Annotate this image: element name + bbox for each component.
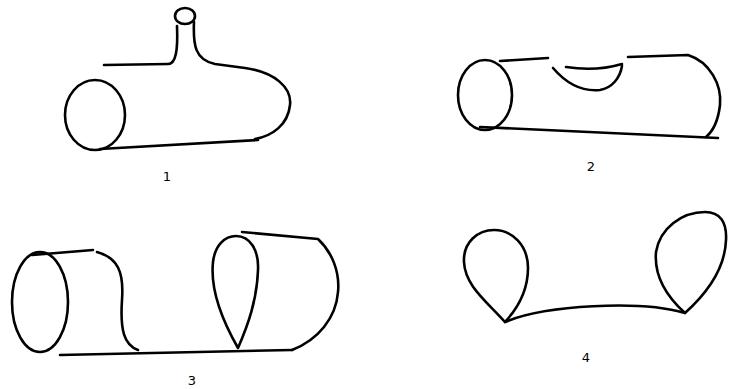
boundary-circle (458, 60, 512, 130)
figure-number: 4 (582, 350, 590, 365)
surface-edge (32, 250, 93, 255)
surface-edge (104, 26, 177, 65)
tube-circle (175, 8, 195, 24)
pinched-loop (213, 236, 259, 348)
surface-edge (628, 55, 720, 137)
surface-edge (60, 350, 292, 355)
surface-one (65, 8, 290, 150)
figure-number: 2 (587, 159, 595, 174)
surface-edge (194, 22, 290, 139)
pinched-loop (464, 230, 528, 322)
surface-three (12, 232, 338, 355)
figure-number: 1 (163, 169, 171, 184)
surface-edge (505, 306, 685, 322)
boundary-circle (65, 80, 125, 150)
surface-two (458, 55, 720, 138)
pinched-loop (656, 212, 726, 313)
figure-number: 3 (188, 373, 196, 388)
surface-four (464, 212, 726, 322)
surface-edge (480, 127, 718, 138)
surface-edge (242, 232, 338, 350)
boundary-circle (12, 252, 68, 352)
surface-edge (500, 58, 548, 61)
surface-edge (97, 252, 138, 350)
dent-edge (566, 64, 622, 69)
surface-edge (100, 140, 258, 149)
